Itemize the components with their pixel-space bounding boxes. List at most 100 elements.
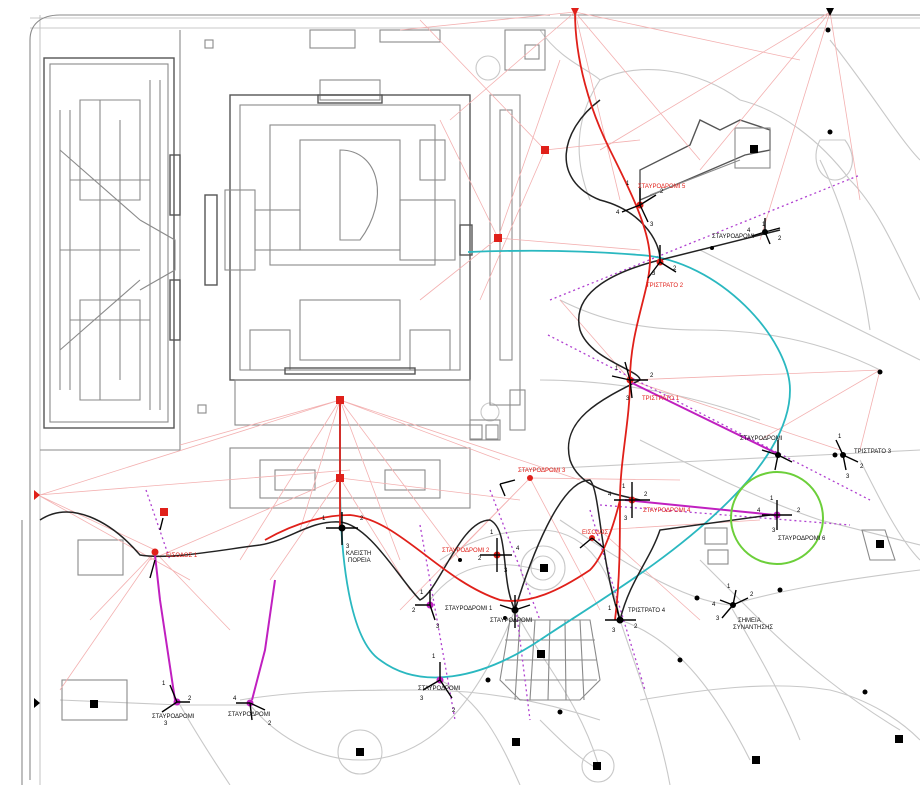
node-tristrato-4	[605, 603, 636, 624]
label-stavrodromi-6: ΣΤΑΥΡΟΔΡΟΜΙ 6	[778, 536, 826, 542]
route-number-label: 2	[478, 556, 482, 562]
label-stavrodromi-e: ΣΤΑΥΡΟΔΡΟΜΙ	[740, 436, 783, 442]
node-stavrodromi-mid	[236, 699, 266, 721]
route-numbers: 1 2 3 4 2 1 2 4 3 1 2 3 1 2 3 4 1 2 3 4 …	[162, 181, 864, 727]
route-number-label: 1	[420, 590, 424, 596]
route-number-label: 2	[750, 592, 754, 598]
route-number-label: 1	[626, 181, 630, 187]
label-stavrodromi-left: ΣΤΑΥΡΟΔΡΟΜΙ	[152, 714, 195, 720]
route-number-label: 2	[360, 516, 364, 522]
route-number-label: 1	[762, 222, 766, 228]
route-number-label: 2	[634, 624, 638, 630]
route-number-label: 3	[504, 568, 508, 574]
node-tristrato-2	[647, 245, 677, 279]
route-number-label: 3	[772, 528, 776, 534]
route-number-label: 4	[747, 228, 751, 234]
node-stavrodromi-center	[499, 595, 531, 628]
label-simeio-2: ΣΥΝΑΝΤΗΣΗΣ	[733, 625, 773, 631]
route-number-label: 2	[268, 721, 272, 727]
route-number-label: 3	[846, 474, 850, 480]
route-number-label: 1	[838, 434, 842, 440]
red-route	[574, 11, 651, 621]
red-route-west	[264, 499, 621, 602]
map-labels: ΣΤΑΥΡΟΔΡΟΜΙ 5 ΣΤΑΥΡΟΔΡΟΜΙ ΤΡΙΣΤΡΑΤΟ 2 ΤΡ…	[152, 184, 892, 720]
view-point-markers	[34, 8, 834, 708]
route-number-label: 4	[608, 492, 612, 498]
route-number-label: 3	[650, 222, 654, 228]
route-number-label: 1	[770, 496, 774, 502]
label-kleisti-1: ΚΛΕΙΣΤΗ	[346, 551, 371, 557]
label-kleisti-2: ΠΟΡΕΙΑ	[348, 558, 371, 564]
route-number-label: 2	[650, 373, 654, 379]
route-number-label: 2	[412, 608, 416, 614]
sight-lines	[37, 11, 881, 691]
route-number-label: 1	[162, 681, 166, 687]
route-number-label: 3	[436, 624, 440, 630]
route-number-label: 2	[673, 266, 677, 272]
route-number-label: 1	[608, 606, 612, 612]
label-tristrato-3: ΤΡΙΣΤΡΑΤΟ 3	[854, 449, 892, 455]
route-number-label: 2	[660, 189, 664, 195]
route-number-label: 3	[420, 696, 424, 702]
route-number-label: 3	[612, 628, 616, 634]
label-tristrato-4: ΤΡΙΣΤΡΑΤΟ 4	[628, 608, 666, 614]
route-number-label: 1	[615, 366, 619, 372]
label-stavrodromi-4: ΣΤΑΥΡΟΔΡΟΜΙ 4	[643, 508, 691, 514]
label-tristrato-2: ΤΡΙΣΤΡΑΤΟ 2	[646, 283, 684, 289]
node-simeio-synantisis	[719, 589, 749, 619]
node-stavrodromi-ne	[751, 218, 781, 245]
node-stavrodromi-e	[761, 440, 793, 471]
label-stavrodromi-sw: ΣΤΑΥΡΟΔΡΟΜΙ	[418, 686, 461, 692]
node-stavrodromi-5	[621, 188, 657, 223]
route-number-label: 3	[164, 721, 168, 727]
node-stavrodromi-sw	[422, 662, 453, 699]
black-route	[39, 479, 771, 623]
route-number-label: 3	[716, 616, 720, 622]
cyan-route	[339, 249, 791, 679]
label-stavrodromi-5: ΣΤΑΥΡΟΔΡΟΜΙ 5	[638, 184, 686, 190]
node-eisodos-2	[579, 535, 605, 549]
site-boundary	[21, 14, 920, 785]
route-number-label: 2	[644, 492, 648, 498]
route-number-label: 2	[452, 708, 456, 714]
node-stavrodromi-1	[415, 590, 436, 621]
route-number-label: 1	[727, 584, 731, 590]
label-stavrodromi-2: ΣΤΑΥΡΟΔΡΟΜΙ 2	[442, 548, 490, 554]
node-eisodos-1	[149, 517, 164, 579]
landmark-squares	[90, 145, 903, 770]
black-route-loops	[565, 99, 661, 501]
node-stavrodromi-3	[499, 475, 533, 497]
route-number-label: 4	[712, 602, 716, 608]
node-stavrodromi-6	[762, 500, 792, 530]
route-number-label: 2	[188, 696, 192, 702]
label-simeio-1: ΣΗΜΕΙΑ	[738, 618, 761, 624]
focus-circle	[730, 471, 824, 565]
central-building-plan	[197, 29, 546, 509]
node-tristrato-3	[835, 439, 859, 471]
label-stavrodromi-ne: ΣΤΑΥΡΟΔΡΟΜΙ	[712, 234, 755, 240]
pedestrian-path-network	[30, 15, 920, 785]
label-stavrodromi-mid: ΣΤΑΥΡΟΔΡΟΜΙ	[228, 712, 271, 718]
label-stavrodromi-1: ΣΤΑΥΡΟΔΡΟΜΙ 1	[445, 606, 493, 612]
node-stavrodromi-4	[614, 482, 650, 518]
label-eisodos-2: ΕΙΣΟΔΟΣ	[582, 530, 608, 536]
label-tristrato-1: ΤΡΙΣΤΡΑΤΟ 1	[642, 396, 680, 402]
route-number-label: 2	[860, 464, 864, 470]
node-kleisti-poreia	[326, 512, 358, 545]
label-stavrodromi-3: ΣΤΑΥΡΟΔΡΟΜΙ 3	[518, 468, 566, 474]
node-tristrato-1	[611, 361, 648, 399]
node-stavrodromi-left	[161, 684, 190, 713]
route-number-label: 4	[616, 210, 620, 216]
route-number-label: 4	[757, 508, 761, 514]
route-number-label: 2	[778, 236, 782, 242]
path-nodes	[458, 27, 883, 715]
west-building-plan	[43, 57, 181, 429]
route-number-label: 3	[346, 544, 350, 550]
node-stavrodromi-2	[480, 538, 512, 572]
black-route-ne	[659, 229, 781, 261]
route-number-label: 3	[626, 396, 630, 402]
route-number-label: 3	[624, 516, 628, 522]
red-square-markers	[160, 146, 549, 516]
